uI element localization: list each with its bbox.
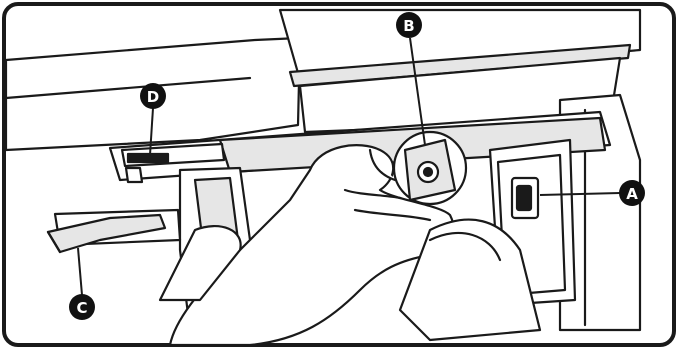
callout-c-letter: C [76,299,87,317]
callout-b: B [396,12,422,38]
callout-c: C [69,294,95,320]
callout-a: A [619,180,645,206]
callout-d-letter: D [147,88,159,106]
callout-a-letter: A [626,185,638,203]
callout-b-letter: B [403,17,414,35]
callout-d: D [140,83,166,109]
